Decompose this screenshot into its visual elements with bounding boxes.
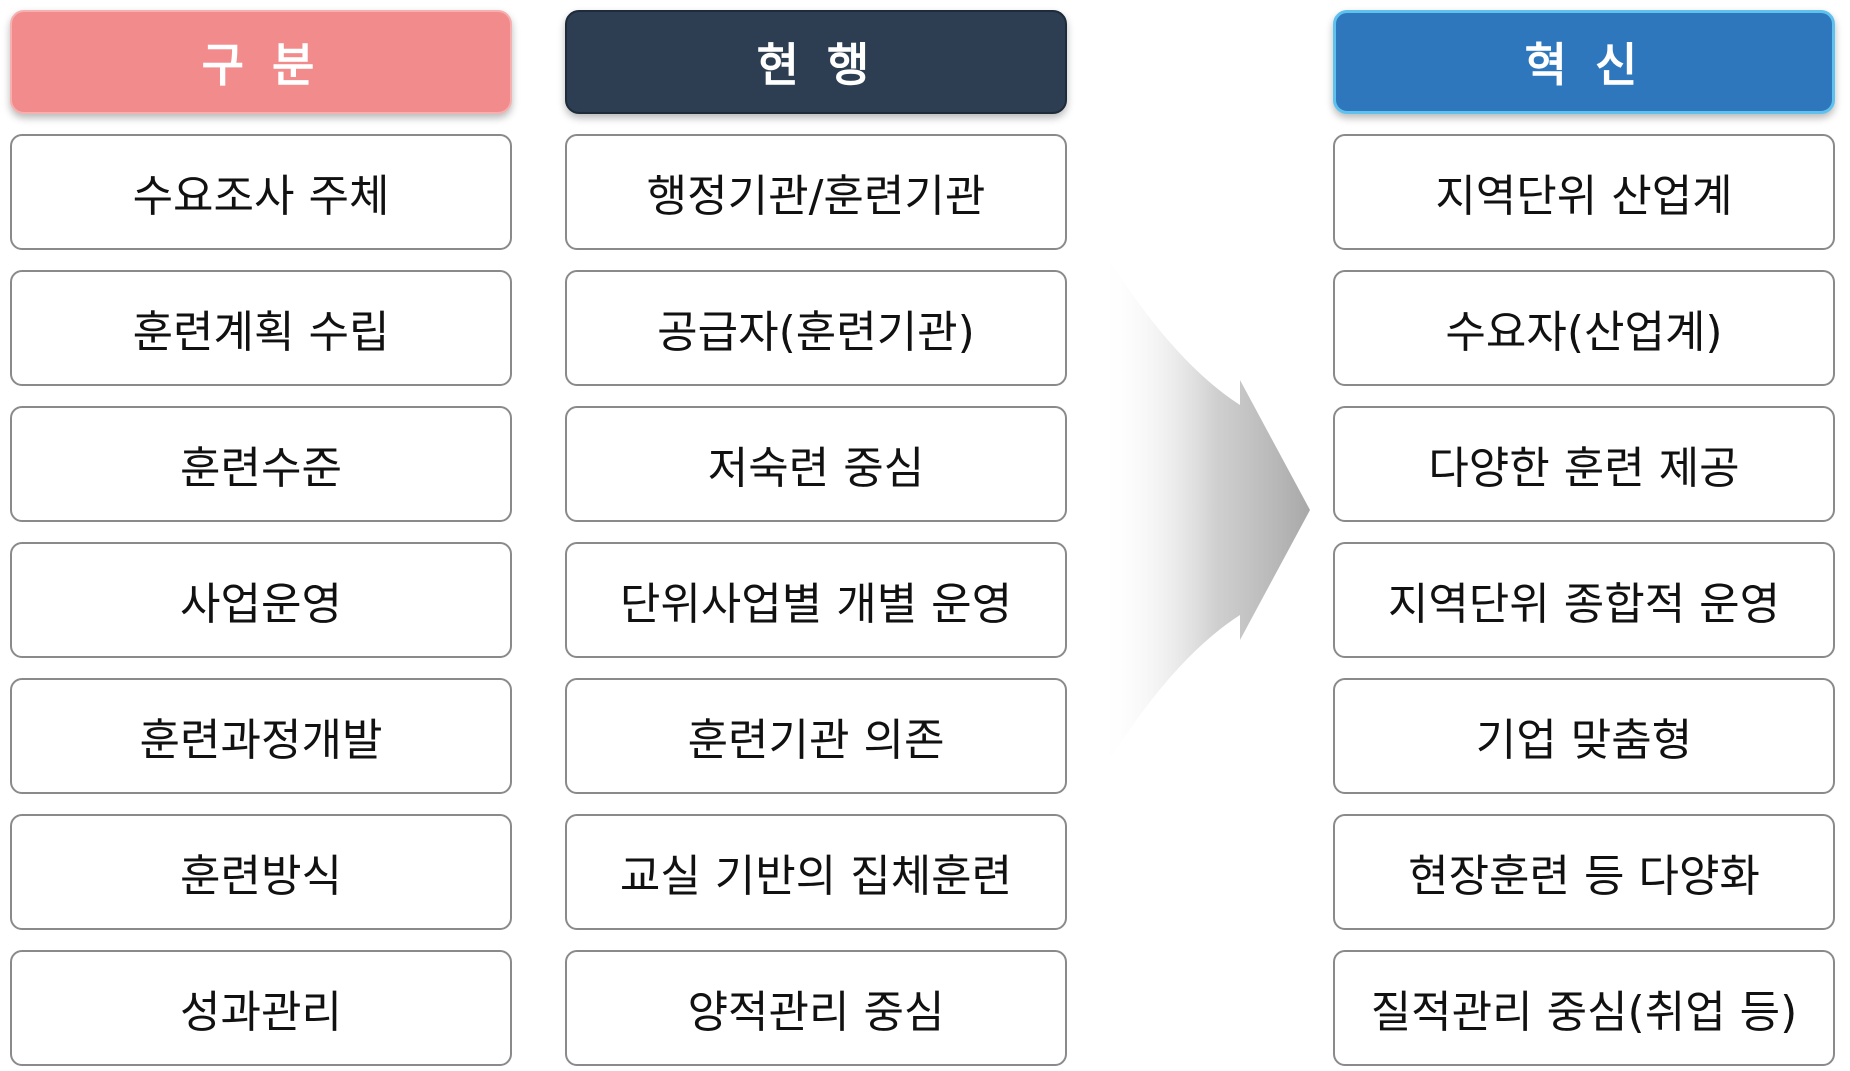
- current-cell: 교실 기반의 집체훈련: [565, 814, 1067, 930]
- category-cell: 훈련수준: [10, 406, 512, 522]
- innovation-cell: 질적관리 중심(취업 등): [1333, 950, 1835, 1066]
- current-cell: 훈련기관 의존: [565, 678, 1067, 794]
- innovation-cells: 지역단위 산업계 수요자(산업계) 다양한 훈련 제공 지역단위 종합적 운영 …: [1333, 134, 1835, 1066]
- category-cell: 훈련과정개발: [10, 678, 512, 794]
- category-cells: 수요조사 주체 훈련계획 수립 훈련수준 사업운영 훈련과정개발 훈련방식 성과…: [10, 134, 512, 1066]
- innovation-cell: 수요자(산업계): [1333, 270, 1835, 386]
- innovation-header: 혁 신: [1333, 10, 1835, 114]
- current-cell: 양적관리 중심: [565, 950, 1067, 1066]
- category-cell: 훈련방식: [10, 814, 512, 930]
- right-arrow-icon: [1100, 245, 1310, 775]
- current-column: 현 행 행정기관/훈련기관 공급자(훈련기관) 저숙련 중심 단위사업별 개별 …: [565, 10, 1067, 1066]
- innovation-cell: 지역단위 종합적 운영: [1333, 542, 1835, 658]
- innovation-column: 혁 신 지역단위 산업계 수요자(산업계) 다양한 훈련 제공 지역단위 종합적…: [1333, 10, 1835, 1066]
- current-header: 현 행: [565, 10, 1067, 114]
- category-cell: 수요조사 주체: [10, 134, 512, 250]
- category-cell: 사업운영: [10, 542, 512, 658]
- category-cell: 성과관리: [10, 950, 512, 1066]
- innovation-cell: 현장훈련 등 다양화: [1333, 814, 1835, 930]
- current-cell: 행정기관/훈련기관: [565, 134, 1067, 250]
- current-cell: 공급자(훈련기관): [565, 270, 1067, 386]
- current-cells: 행정기관/훈련기관 공급자(훈련기관) 저숙련 중심 단위사업별 개별 운영 훈…: [565, 134, 1067, 1066]
- category-column: 구 분 수요조사 주체 훈련계획 수립 훈련수준 사업운영 훈련과정개발 훈련방…: [10, 10, 512, 1066]
- category-header: 구 분: [10, 10, 512, 114]
- category-cell: 훈련계획 수립: [10, 270, 512, 386]
- innovation-cell: 지역단위 산업계: [1333, 134, 1835, 250]
- current-cell: 단위사업별 개별 운영: [565, 542, 1067, 658]
- innovation-cell: 기업 맞춤형: [1333, 678, 1835, 794]
- innovation-cell: 다양한 훈련 제공: [1333, 406, 1835, 522]
- current-cell: 저숙련 중심: [565, 406, 1067, 522]
